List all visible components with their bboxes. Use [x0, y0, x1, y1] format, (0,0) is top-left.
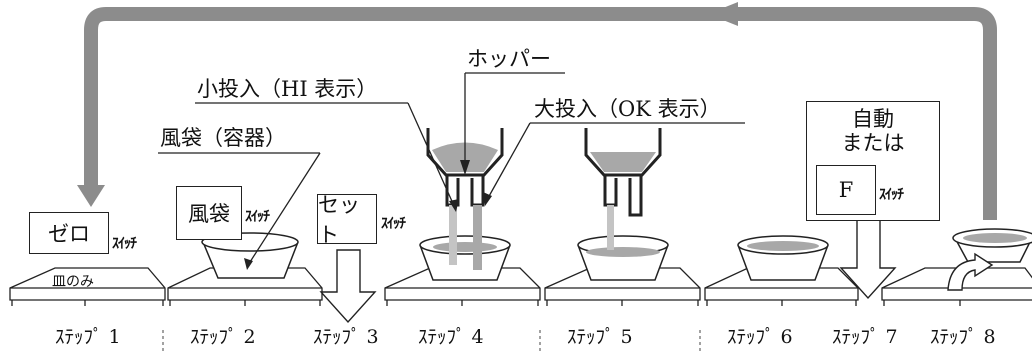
scale-platforms [9, 267, 1032, 306]
step-separators [162, 330, 701, 352]
step-6-label: ｽﾃｯﾌﾟ 6 [727, 326, 793, 348]
step-1-label: ｽﾃｯﾌﾟ 1 [55, 326, 121, 348]
return-cycle-arrow [77, 2, 997, 220]
large-feed-label: 大投入（OK 表示） [534, 97, 721, 121]
step-4-label: ｽﾃｯﾌﾟ 4 [418, 326, 484, 348]
container-step5 [577, 235, 669, 281]
step-down-arrows [319, 217, 897, 324]
set-button[interactable]: セット [317, 193, 377, 247]
small-feed-label: 小投入（HI 表示） [197, 77, 378, 101]
containers [201, 228, 1032, 281]
hopper-label: ホッパー [467, 47, 551, 71]
tare-button[interactable]: 風袋 [176, 186, 242, 240]
pan-only-label: 皿のみ [52, 274, 94, 290]
callout-leaders [158, 72, 745, 270]
step7-down-arrow [839, 217, 897, 300]
container-step6 [737, 235, 829, 281]
step3-down-arrow [319, 249, 377, 324]
step-3-label: ｽﾃｯﾌﾟ 3 [313, 326, 379, 348]
hopper-step5 [584, 128, 662, 250]
scale-platform-4 [384, 267, 541, 306]
zero-switch-label: ｽｲｯﾁ [112, 236, 137, 252]
or-label: または [841, 131, 905, 155]
auto-label: 自動 [852, 107, 894, 131]
tare-switch-label: ｽｲｯﾁ [245, 209, 270, 225]
step-7-label: ｽﾃｯﾌﾟ 7 [832, 326, 898, 348]
container-step4 [419, 235, 511, 281]
f-button[interactable]: F [816, 165, 876, 215]
bag-container-label: 風袋（容器） [160, 126, 286, 150]
step-5-label: ｽﾃｯﾌﾟ 5 [567, 326, 633, 348]
remove-container-arrow [947, 252, 994, 291]
container-step8 [952, 228, 1032, 263]
scale-platform-5 [544, 267, 701, 306]
step-8-label: ｽﾃｯﾌﾟ 8 [930, 326, 996, 348]
set-switch-label: ｽｲｯﾁ [381, 216, 406, 232]
step-2-label: ｽﾃｯﾌﾟ 2 [190, 326, 256, 348]
scale-platform-1 [9, 267, 166, 306]
f-switch-label: ｽｲｯﾁ [879, 187, 904, 203]
zero-button[interactable]: ゼロ [29, 212, 109, 254]
